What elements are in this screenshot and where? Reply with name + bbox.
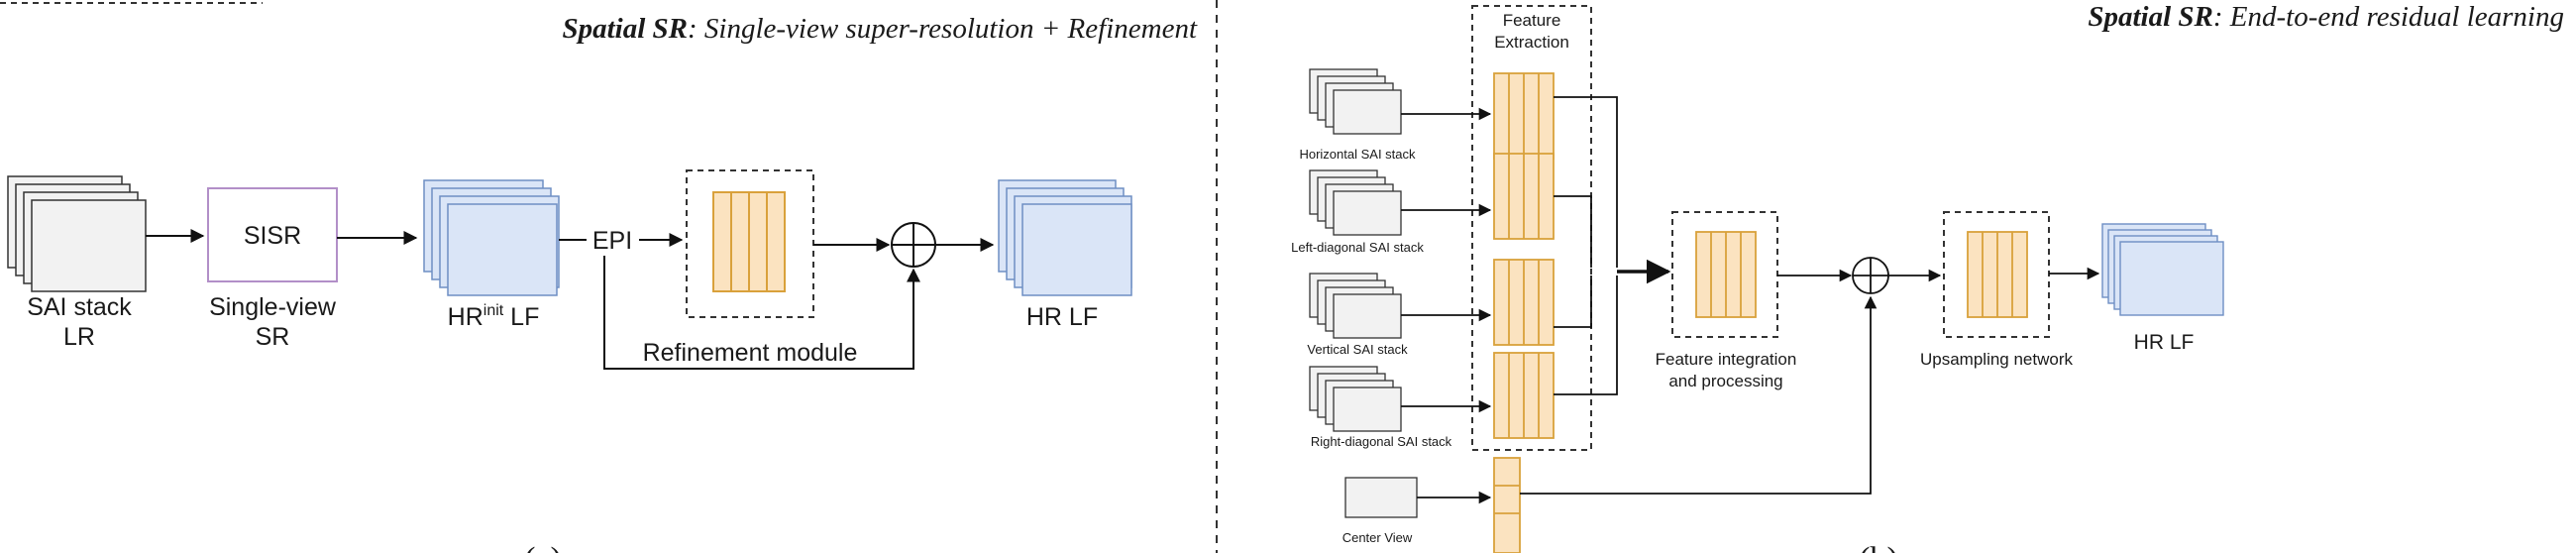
panel-b: Spatial SR: End-to-end residual learning…: [1291, 1, 2564, 553]
right-diagonal-sai-stack: [1309, 366, 1402, 432]
panel-a-title: Spatial SR: Single-view super-resolution…: [562, 13, 1197, 45]
sisr-box: [207, 187, 338, 282]
fe-block-1: [1493, 72, 1555, 160]
center-view-label: Center View: [1342, 530, 1413, 545]
vertical-sai-label: Vertical SAI stack: [1307, 342, 1408, 357]
panel-a: Spatial SR: Single-view super-resolution…: [7, 13, 1198, 553]
center-feature-block: [1493, 457, 1521, 553]
feature-integration-block: [1695, 231, 1757, 318]
upsampling-label: Upsampling network: [1920, 350, 2074, 369]
hr-lf-label-a: HR LF: [1026, 303, 1098, 331]
center-view-box: [1344, 477, 1418, 518]
hr-init-stack: [423, 179, 560, 296]
skip-connection-b: [1520, 295, 1878, 495]
sum-node-b: [1852, 257, 1889, 294]
refinement-label: Refinement module: [643, 339, 858, 367]
sai-stack-label-1: SAI stack: [27, 293, 132, 321]
sai-stack-lr: [7, 175, 147, 292]
horizontal-sai-label: Horizontal SAI stack: [1299, 147, 1416, 162]
skip-connection-a: [603, 256, 920, 370]
hr-init-label: HRinit LF: [448, 302, 540, 331]
feature-extraction-label-2: Extraction: [1494, 33, 1569, 52]
upsampling-block: [1967, 231, 2028, 318]
feature-integration-box: [1671, 211, 1778, 338]
vertical-sai-stack: [1309, 273, 1402, 339]
caption-b: (b): [1859, 541, 1898, 553]
sisr-label: SISR: [244, 222, 301, 250]
horizontal-sai-stack: [1309, 68, 1402, 135]
fe-block-4: [1493, 352, 1555, 439]
single-view-label-2: SR: [256, 323, 290, 351]
merge-connectors: [1554, 96, 1618, 395]
upsampling-box: [1943, 211, 2050, 338]
epi-label: EPI: [592, 227, 632, 255]
hr-lf-stack-a: [998, 179, 1132, 296]
left-diagonal-sai-label: Left-diagonal SAI stack: [1291, 240, 1424, 255]
panel-b-title: Spatial SR: End-to-end residual learning: [2088, 1, 2564, 33]
hr-lf-stack-b: [2101, 223, 2224, 316]
integration-label-2: and processing: [1668, 372, 1782, 390]
hr-lf-label-b: HR LF: [2134, 331, 2195, 354]
integration-label-1: Feature integration: [1656, 350, 1797, 369]
feature-extraction-label-1: Feature: [1503, 11, 1561, 30]
refinement-cnn-block: [712, 191, 786, 292]
fe-block-3: [1493, 259, 1555, 346]
right-diagonal-sai-label: Right-diagonal SAI stack: [1311, 434, 1452, 449]
fe-block-2: [1493, 153, 1555, 240]
single-view-label-1: Single-view: [209, 293, 337, 321]
sum-node-a: [891, 222, 936, 268]
left-diagonal-sai-stack: [1309, 169, 1402, 236]
sai-stack-label-2: LR: [63, 323, 95, 351]
caption-a: (a): [524, 541, 562, 553]
